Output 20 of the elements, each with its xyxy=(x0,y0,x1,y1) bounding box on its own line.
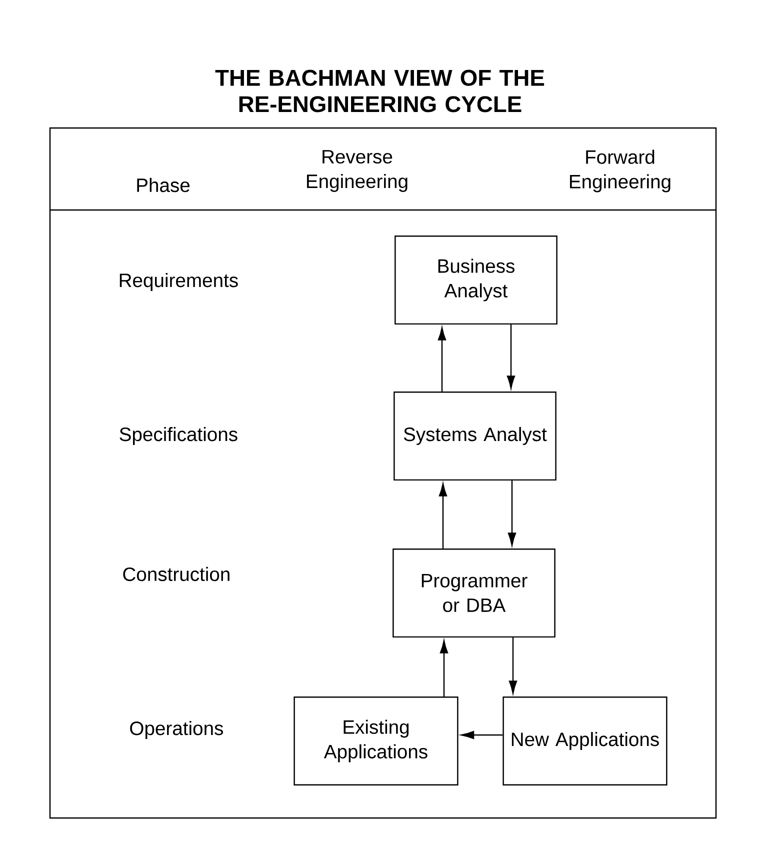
arrow xyxy=(506,324,516,389)
process-box: Systems Analyst xyxy=(394,391,556,481)
column-header: Forward Engineering xyxy=(570,150,670,192)
arrow xyxy=(440,640,448,696)
process-box: Business Analyst xyxy=(394,235,558,325)
arrow xyxy=(461,730,503,740)
arrow xyxy=(438,483,448,548)
phase-label: Operations xyxy=(130,721,223,739)
process-box: Existing Applications xyxy=(294,696,458,786)
process-box: Programmer or DBA xyxy=(392,548,556,638)
phase-label: Construction xyxy=(123,566,230,582)
column-header: Reverse Engineering xyxy=(307,150,408,192)
phase-label: Specifications xyxy=(120,427,238,445)
phase-label: Requirements xyxy=(120,273,238,291)
arrow xyxy=(438,327,446,392)
process-box: New Applications xyxy=(502,696,668,786)
title: THE BACHMAN VIEW OF THE RE-ENGINEERING CYCLE xyxy=(215,70,544,112)
arrow xyxy=(508,480,516,546)
column-header: Phase xyxy=(137,178,190,192)
arrow xyxy=(508,638,518,694)
